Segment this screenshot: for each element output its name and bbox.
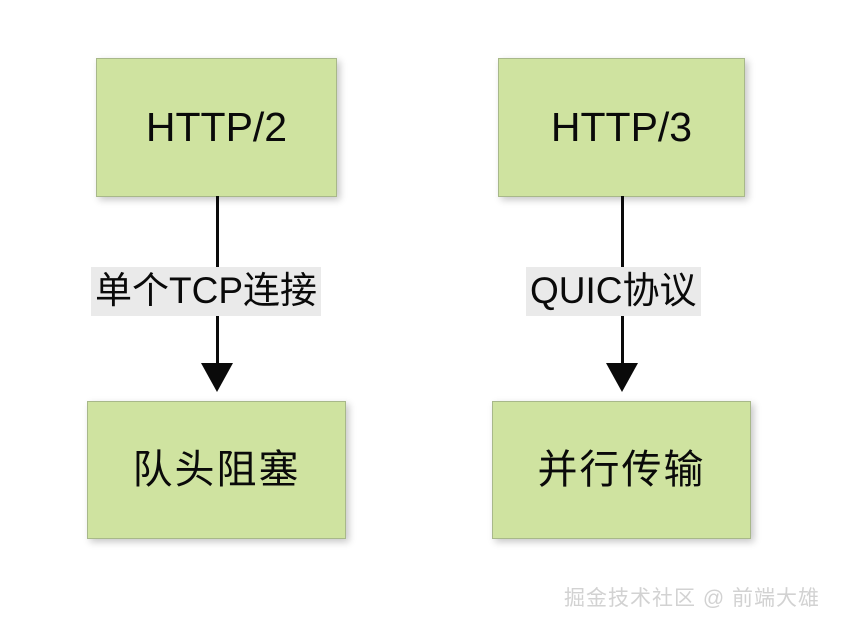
arrowhead-down-icon	[201, 363, 233, 392]
node-parallel-transfer[interactable]: 并行传输	[492, 401, 751, 539]
edge-label-quic-protocol: QUIC协议	[526, 267, 701, 316]
node-parallel-transfer-label: 并行传输	[537, 448, 706, 492]
watermark: 掘金技术社区 @ 前端大雄	[564, 587, 820, 610]
node-http2-label: HTTP/2	[145, 104, 288, 150]
arrowhead-down-icon	[606, 363, 638, 392]
node-head-of-line-blocking[interactable]: 队头阻塞	[87, 401, 346, 539]
node-http3[interactable]: HTTP/3	[498, 58, 745, 197]
edge-label-single-tcp-connection: 单个TCP连接	[91, 267, 321, 316]
node-http3-label: HTTP/3	[550, 104, 693, 150]
node-head-of-line-blocking-label: 队头阻塞	[132, 448, 301, 492]
node-http2[interactable]: HTTP/2	[96, 58, 337, 197]
